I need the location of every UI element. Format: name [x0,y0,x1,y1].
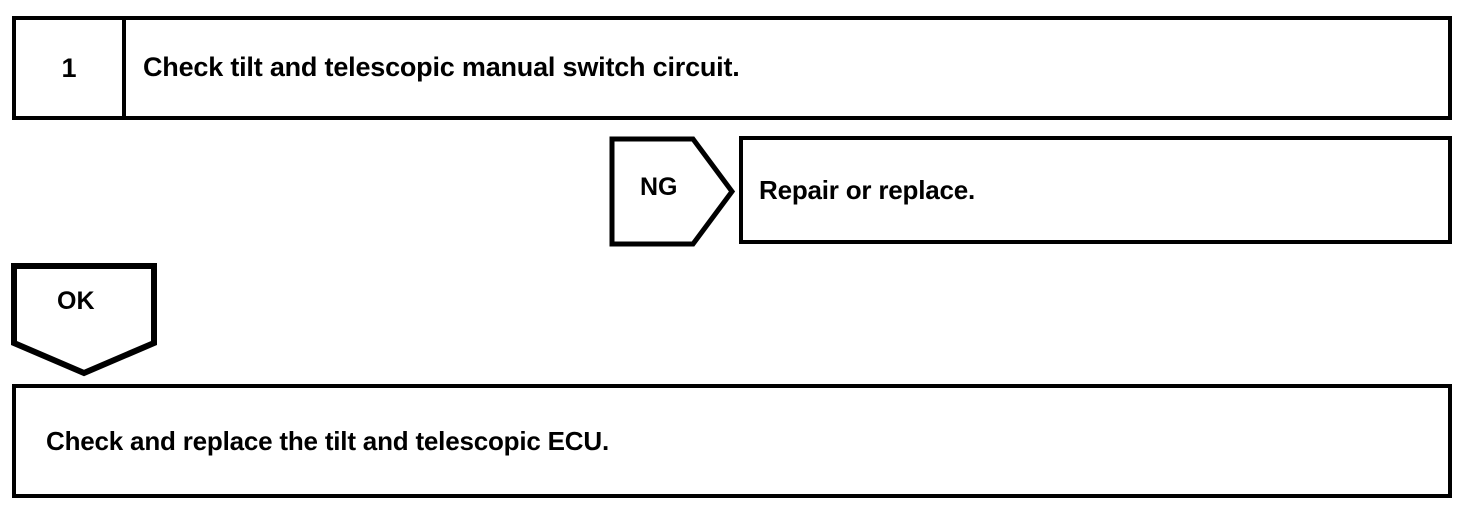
ng-branch-label: NG [640,173,678,201]
ok-branch-connector: OK [9,262,159,377]
ok-branch-label: OK [57,287,95,315]
step-instruction-cell: Check tilt and telescopic manual switch … [126,20,1448,116]
step-box[interactable]: 1 Check tilt and telescopic manual switc… [12,16,1452,120]
ok-result-box[interactable]: Check and replace the tilt and telescopi… [12,384,1452,498]
ok-result-text: Check and replace the tilt and telescopi… [46,425,609,456]
ok-arrow-icon [11,263,157,377]
ng-result-text: Repair or replace. [759,174,976,205]
ng-arrow-icon [609,136,736,247]
step-instruction-text: Check tilt and telescopic manual switch … [143,52,740,83]
ng-result-box[interactable]: Repair or replace. [739,136,1452,244]
step-number-cell: 1 [16,20,126,116]
ng-branch-connector: NG [608,135,736,248]
step-number: 1 [61,52,77,83]
